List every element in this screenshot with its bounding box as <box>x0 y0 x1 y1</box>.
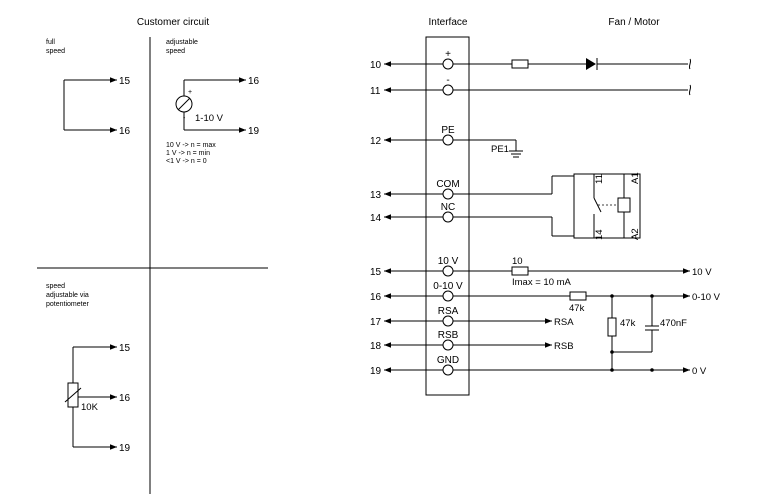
interface-pin-15: 15 <box>370 267 382 278</box>
terminal-17-icon <box>442 315 454 327</box>
diode-icon <box>586 58 596 70</box>
adjustable-speed-label-2: speed <box>166 48 185 55</box>
terminal-010v-label: 0-10 V <box>433 281 463 292</box>
capacitor-label: 470nF <box>660 318 687 329</box>
interface-pin-18: 18 <box>370 341 382 352</box>
adjustable-speed-label-1: adjustable <box>166 39 198 46</box>
voltage-source-plus: + <box>188 89 192 96</box>
speed-note-zero: <1 V -> n = 0 <box>166 158 207 165</box>
terminal-11-icon <box>442 84 454 96</box>
out-0v-label: 0 V <box>692 366 707 377</box>
pot-pin-16: 16 <box>119 393 131 404</box>
voltage-source-minus: - <box>183 115 186 122</box>
fan-motor-circuit: PE1 11 14 A1 A2 10 Imax = 10 mA 10 V 47k… <box>453 58 721 377</box>
out-10v-label: 10 V <box>692 267 712 278</box>
terminal-minus-label: - <box>446 75 449 86</box>
out-010v-label: 0-10 V <box>692 292 721 303</box>
relay-a2-label: A2 <box>630 228 641 240</box>
terminal-18-icon <box>442 339 454 351</box>
full-speed-label-2: speed <box>46 48 65 55</box>
interface-pin-10: 10 <box>370 60 382 71</box>
adjustable-pin-19: 19 <box>248 126 260 137</box>
resistor-10-label: 10 <box>512 256 523 267</box>
potentiometer-circuit: speed adjustable via potentiometer 10K 1… <box>46 283 131 454</box>
speed-note-max: 10 V -> n = max <box>166 142 216 149</box>
potentiometer-value: 10K <box>81 402 99 413</box>
junction-e <box>650 368 654 372</box>
full-speed-label-1: full <box>46 39 55 46</box>
relay-a1-label: A1 <box>630 172 641 184</box>
relay-coil-icon <box>617 197 631 213</box>
pot-label-1: speed <box>46 283 65 290</box>
full-speed-pin-16: 16 <box>119 126 131 137</box>
terminal-14-icon <box>442 211 454 223</box>
terminal-12-icon <box>442 134 454 146</box>
interface-pin-13: 13 <box>370 190 382 201</box>
rsb-out-label: RSB <box>554 341 574 352</box>
terminal-com-label: COM <box>436 179 459 190</box>
terminal-gnd-label: GND <box>437 355 459 366</box>
potentiometer-slash-icon <box>64 387 82 403</box>
voltage-source-adjust-icon <box>177 97 191 111</box>
pot-label-2: adjustable via <box>46 292 89 299</box>
full-speed-pin-15: 15 <box>119 76 131 87</box>
terminal-rsa-label: RSA <box>438 306 459 317</box>
terminal-pe-label: PE <box>441 125 455 136</box>
interface-pin-17: 17 <box>370 317 382 328</box>
terminal-nc-label: NC <box>441 202 455 213</box>
resistor-47k-b-icon <box>607 317 617 337</box>
pe1-label: PE1 <box>491 144 509 155</box>
junction-d <box>610 368 614 372</box>
interface-pin-12: 12 <box>370 136 382 147</box>
relay-switch-icon <box>593 197 602 213</box>
supply-minus-break-icon <box>688 84 692 96</box>
imax-label: Imax = 10 mA <box>512 277 572 288</box>
rsa-out-label: RSA <box>554 317 574 328</box>
terminal-plus-label: + <box>445 49 451 60</box>
resistor-10-icon <box>511 266 529 276</box>
adjustable-pin-16: 16 <box>248 76 260 87</box>
supply-plus-break-icon <box>688 58 692 70</box>
voltage-range-label: 1-10 V <box>195 113 224 124</box>
terminal-13-icon <box>442 188 454 200</box>
adjustable-speed-circuit: adjustable speed + - 1-10 V 16 19 10 V -… <box>166 39 260 165</box>
terminal-10-icon <box>442 58 454 70</box>
interface-terminals: 10 + 11 - 12 PE 13 COM 14 NC 15 10 V 16 … <box>370 49 463 377</box>
fuse-icon <box>511 59 529 69</box>
resistor-47k-a-icon <box>569 291 587 301</box>
relay-14-label: 14 <box>594 229 605 240</box>
terminal-10v-label: 10 V <box>438 256 459 267</box>
resistor-47k-b-label: 47k <box>620 318 636 329</box>
relay-11-label: 11 <box>594 174 605 184</box>
speed-note-min: 1 V -> n = min <box>166 150 210 157</box>
terminal-rsb-label: RSB <box>438 330 459 341</box>
terminal-16-icon <box>442 290 454 302</box>
resistor-47k-a-label: 47k <box>569 303 585 314</box>
interface-pin-19: 19 <box>370 366 382 377</box>
interface-header: Interface <box>429 17 468 28</box>
pot-pin-15: 15 <box>119 343 131 354</box>
interface-pin-11: 11 <box>370 86 381 97</box>
interface-pin-14: 14 <box>370 213 382 224</box>
interface-pin-16: 16 <box>370 292 382 303</box>
pot-pin-19: 19 <box>119 443 131 454</box>
full-speed-circuit: full speed 15 16 <box>46 39 131 137</box>
terminal-19-icon <box>442 364 454 376</box>
fan-motor-header: Fan / Motor <box>608 17 660 28</box>
terminal-15-icon <box>442 265 454 277</box>
customer-circuit-header: Customer circuit <box>137 17 209 28</box>
junction-c <box>610 350 614 354</box>
pot-label-3: potentiometer <box>46 301 89 308</box>
